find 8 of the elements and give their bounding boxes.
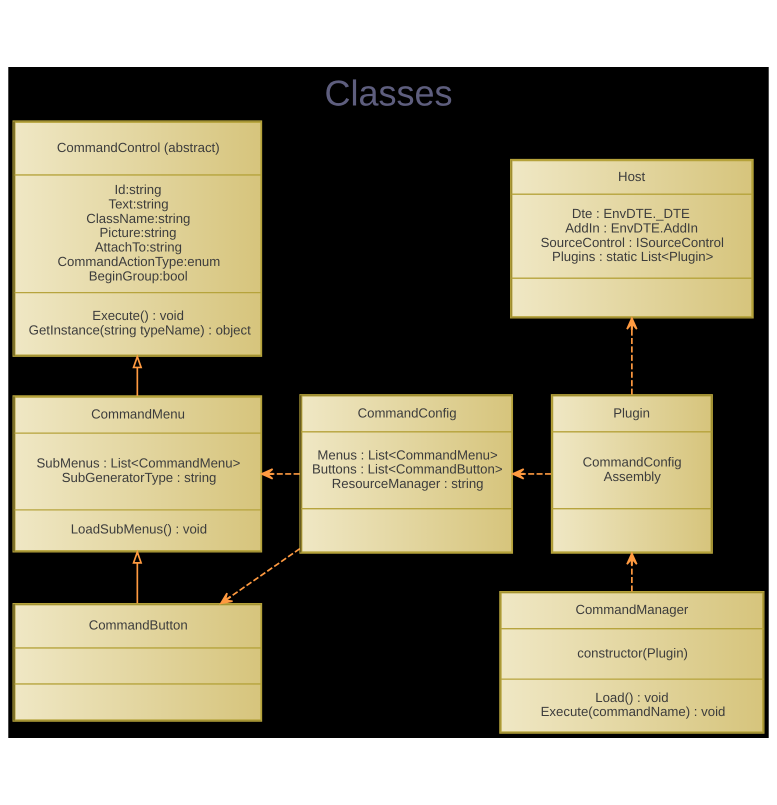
arrow bbox=[260, 468, 300, 480]
arrow bbox=[626, 317, 638, 395]
arrow bbox=[132, 354, 142, 396]
arrow bbox=[512, 468, 551, 480]
arrow bbox=[132, 550, 142, 604]
arrow bbox=[626, 552, 638, 592]
diagram-title: Classes bbox=[324, 72, 453, 114]
arrow bbox=[220, 548, 300, 604]
